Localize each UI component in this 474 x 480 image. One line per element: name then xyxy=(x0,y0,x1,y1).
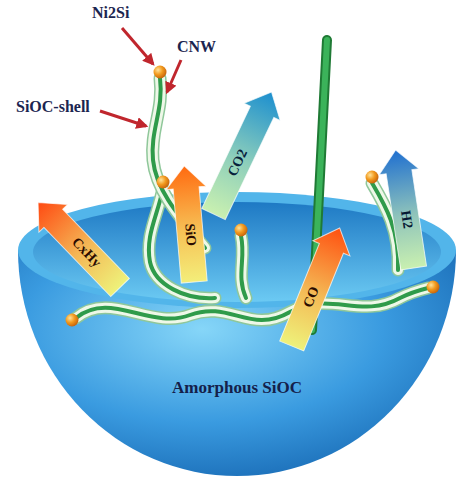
catalyst-ball xyxy=(157,176,170,189)
leader-arrow xyxy=(100,111,146,126)
gas-label: SiO xyxy=(181,223,199,247)
bowl-opening xyxy=(33,202,441,302)
callout-label: SiOC-shell xyxy=(16,98,90,116)
material-label: Amorphous SiOC xyxy=(172,378,302,398)
gas-label: H2 xyxy=(397,210,416,230)
callout-label: Ni2Si xyxy=(92,4,129,22)
bowl-rim xyxy=(18,192,456,308)
leader-arrow xyxy=(122,28,153,64)
catalyst-ball xyxy=(366,171,379,184)
callout-label: CNW xyxy=(177,38,216,56)
leader-arrow xyxy=(167,60,181,92)
catalyst-ball xyxy=(154,66,167,79)
callout-leaders xyxy=(100,28,181,126)
